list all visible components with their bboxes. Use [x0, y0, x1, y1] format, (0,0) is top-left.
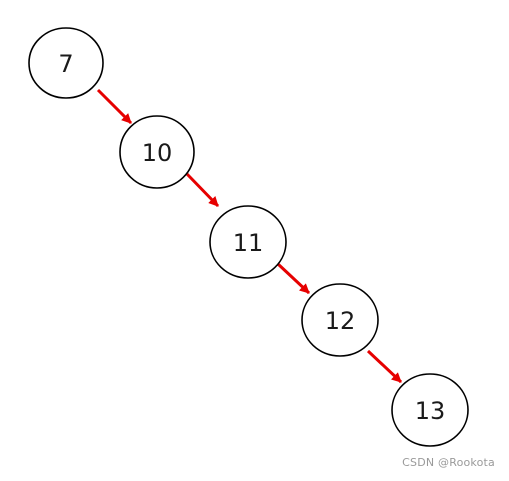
watermark-text: CSDN @Rookota: [402, 456, 495, 469]
node-11: 11: [209, 205, 287, 279]
node-7-circle: [28, 27, 104, 99]
edge-12-to-13: [366, 349, 403, 384]
node-11-circle: [209, 205, 287, 279]
edge-10-to-11: [185, 172, 220, 208]
edge-7-to-10: [96, 88, 133, 125]
node-10-circle: [119, 115, 195, 189]
node-11-label: 11: [233, 229, 264, 257]
node-12: 12: [301, 283, 379, 357]
node-13-circle: [391, 373, 469, 447]
node-10-label: 10: [142, 139, 173, 167]
node-13: 13: [391, 373, 469, 447]
node-13-label: 13: [415, 397, 446, 425]
node-10: 10: [119, 115, 195, 189]
node-7: 7: [28, 27, 104, 99]
node-7-label: 7: [58, 50, 73, 78]
node-12-label: 12: [325, 307, 356, 335]
node-12-circle: [301, 283, 379, 357]
edge-11-to-12: [276, 262, 311, 295]
